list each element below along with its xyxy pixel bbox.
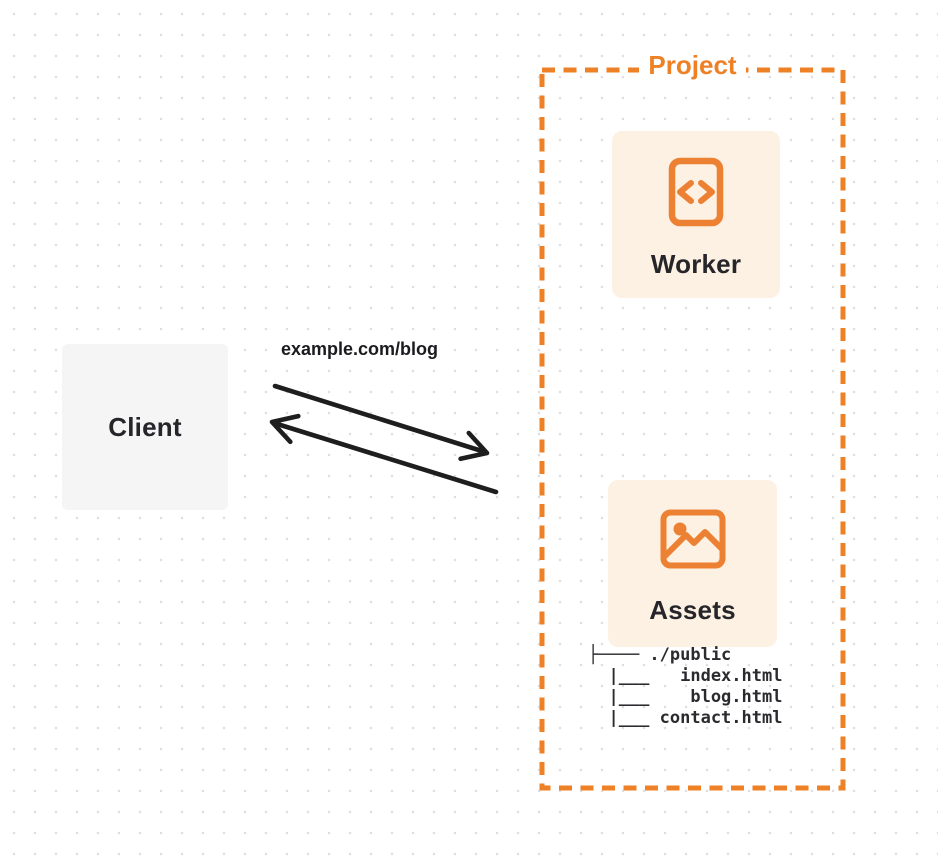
request-arrow-line [272,383,488,455]
request-arrowhead-icon [458,430,490,462]
project-label-text: Project [639,50,746,80]
response-arrow-line [271,420,499,495]
project-label: Project [540,50,845,81]
tree-line-index: |___ index.html [588,666,783,686]
client-node: Client [62,344,228,510]
assets-label: Assets [649,595,736,625]
worker-node: Worker [612,131,780,298]
code-file-icon [668,157,724,227]
tree-line-contact: |___ contact.html [588,708,783,728]
request-url-label: example.com/blog [281,339,439,359]
assets-file-tree: ├──── ./public |___ index.html |___ blog… [588,645,782,729]
worker-label: Worker [650,249,742,279]
response-arrowhead-icon [269,413,301,445]
tree-line-blog: |___ blog.html [588,687,783,707]
tree-line-root: ├──── ./public [588,645,732,665]
image-icon [660,509,725,569]
assets-node: Assets [608,480,777,647]
client-label: Client [108,411,182,442]
